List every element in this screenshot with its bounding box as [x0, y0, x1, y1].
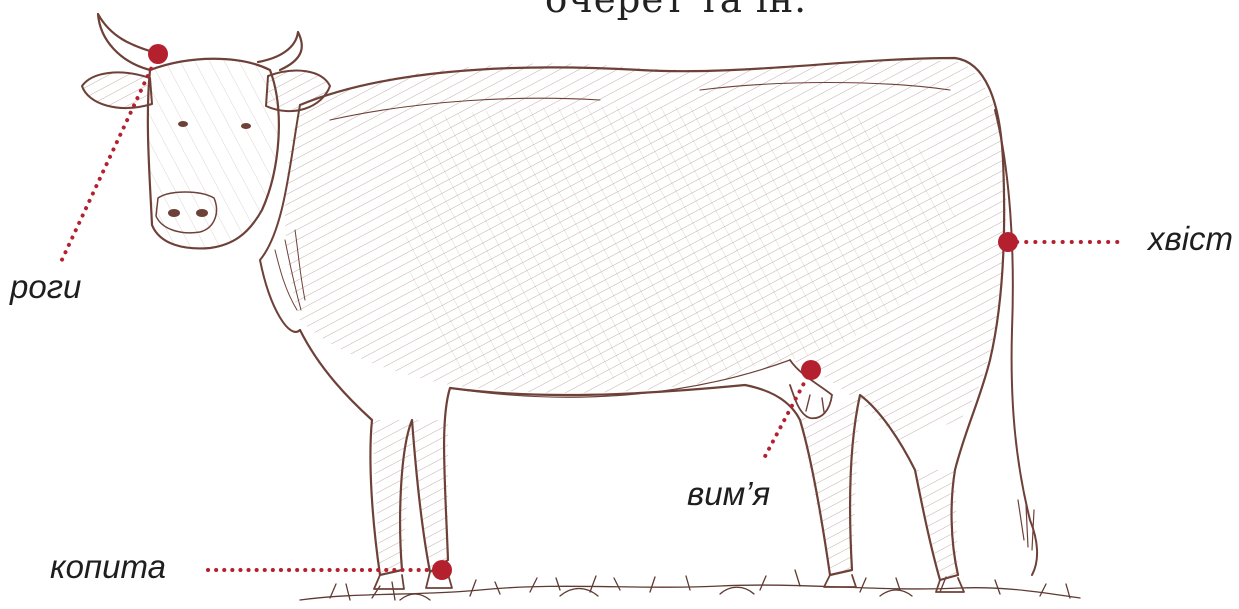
grass: [300, 570, 1080, 600]
marker-hooves: [432, 560, 452, 580]
marker-tail: [998, 232, 1018, 252]
callout-hooves: [208, 560, 452, 580]
marker-udder: [801, 360, 821, 380]
cow-illustration: [82, 14, 1080, 600]
marker-horns: [148, 44, 168, 64]
label-tail: хвіст: [1148, 220, 1233, 258]
cow-hooves: [374, 572, 964, 592]
caption-text: очерет та ін.: [545, 0, 807, 21]
cow-horn-right: [258, 32, 302, 70]
callout-tail: [998, 232, 1122, 252]
cow-horn-left: [98, 14, 160, 70]
label-horns: роги: [10, 268, 81, 306]
cow-head: [148, 59, 279, 249]
label-hooves: копита: [50, 548, 166, 586]
label-udder: вим’я: [687, 475, 770, 513]
